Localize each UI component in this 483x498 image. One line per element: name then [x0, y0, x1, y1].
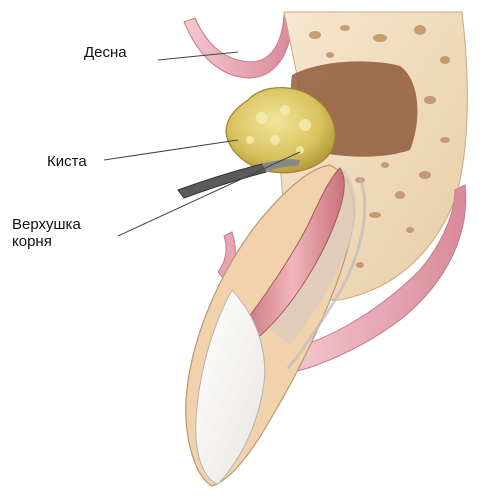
- cyst: [226, 88, 335, 173]
- dental-instrument: [178, 164, 266, 198]
- upper-gum-band: [184, 15, 292, 78]
- label-cyst: Киста: [47, 153, 87, 170]
- label-root-apex-line2: корня: [12, 233, 81, 250]
- label-gum: Десна: [84, 44, 127, 61]
- label-root-apex-line1: Верхушка: [12, 216, 81, 233]
- label-root-apex: Верхушка корня: [12, 216, 81, 250]
- cyst-leader-line: [104, 140, 238, 160]
